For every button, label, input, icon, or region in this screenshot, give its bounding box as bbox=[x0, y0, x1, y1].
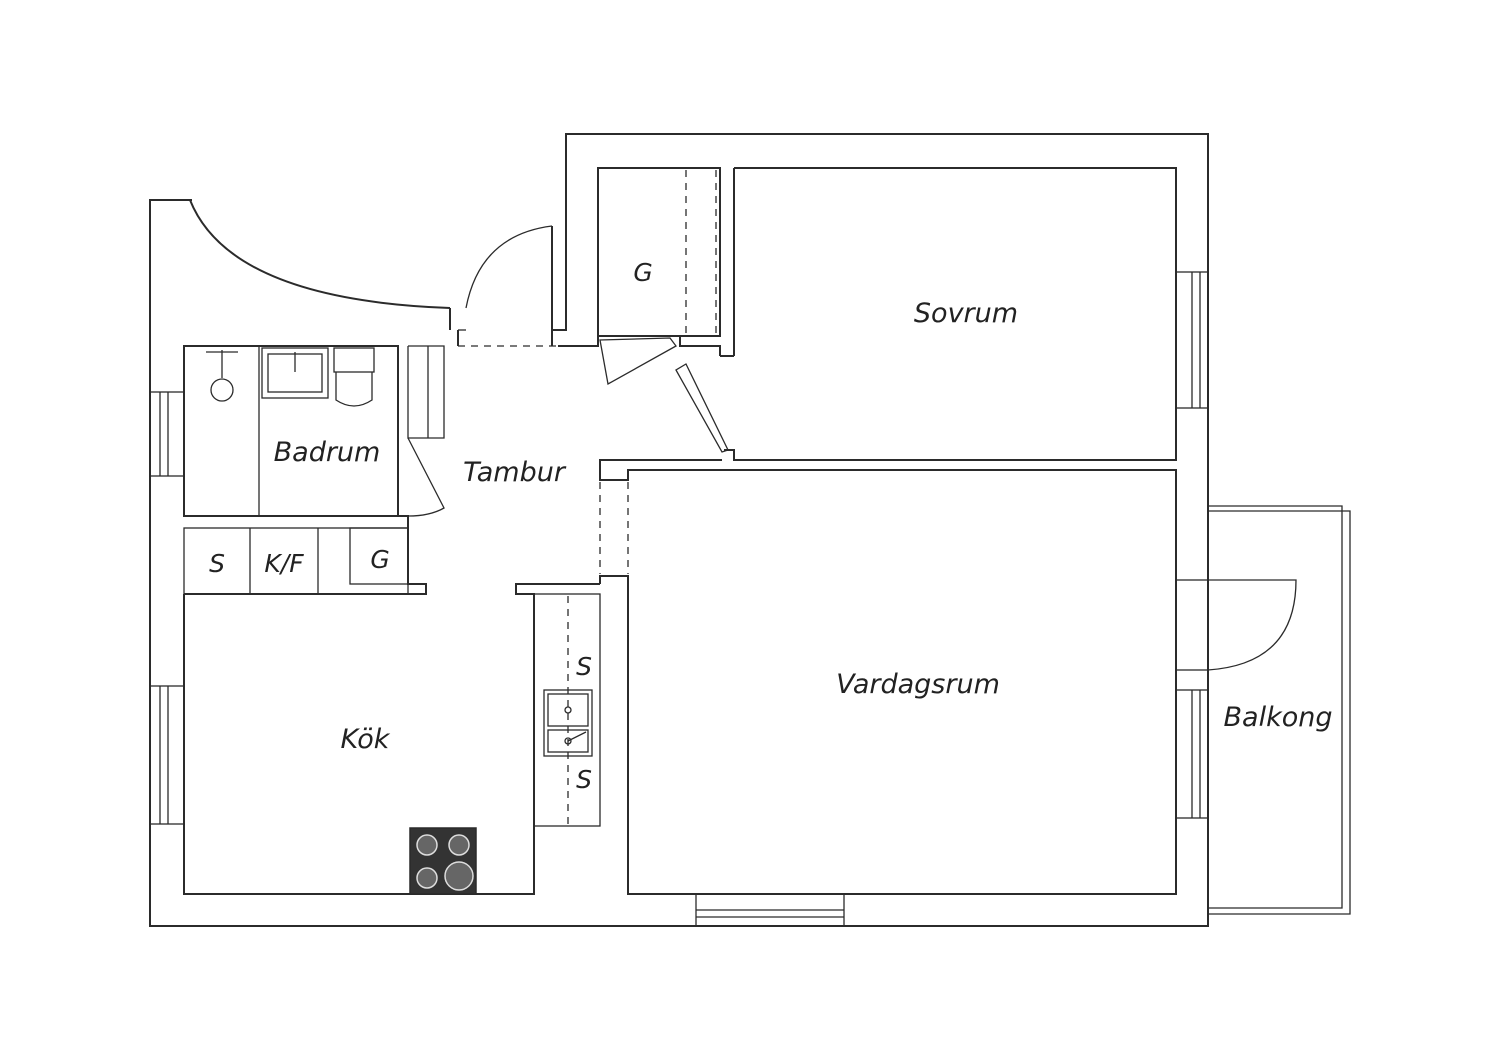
badrum-room bbox=[149, 345, 445, 517]
balkong-area bbox=[1208, 505, 1351, 915]
tambur-door bbox=[458, 225, 553, 331]
tambur-label: Tambur bbox=[463, 457, 567, 488]
kok-label: Kök bbox=[341, 724, 391, 755]
sovrum-room bbox=[675, 167, 1209, 461]
closet-hall-label: G bbox=[370, 545, 389, 574]
kitchen-s-label: S bbox=[209, 549, 225, 578]
counter-s-upper-label: S bbox=[576, 652, 592, 681]
vardagsrum-label: Vardagsrum bbox=[836, 669, 1000, 700]
closet-upper-label: G bbox=[633, 258, 652, 287]
vardagsrum-room bbox=[599, 459, 1297, 927]
kok-room bbox=[149, 583, 601, 895]
closet-upper bbox=[597, 167, 721, 386]
balkong-label: Balkong bbox=[1224, 702, 1333, 733]
outer-walls bbox=[149, 133, 1209, 927]
entrance-door bbox=[150, 199, 451, 330]
sovrum-label: Sovrum bbox=[914, 298, 1018, 329]
counter-s-lower-label: S bbox=[576, 765, 592, 794]
kitchen-kf-label: K/F bbox=[264, 549, 304, 578]
kitchen-cabinets bbox=[183, 526, 427, 595]
badrum-label: Badrum bbox=[274, 437, 381, 468]
